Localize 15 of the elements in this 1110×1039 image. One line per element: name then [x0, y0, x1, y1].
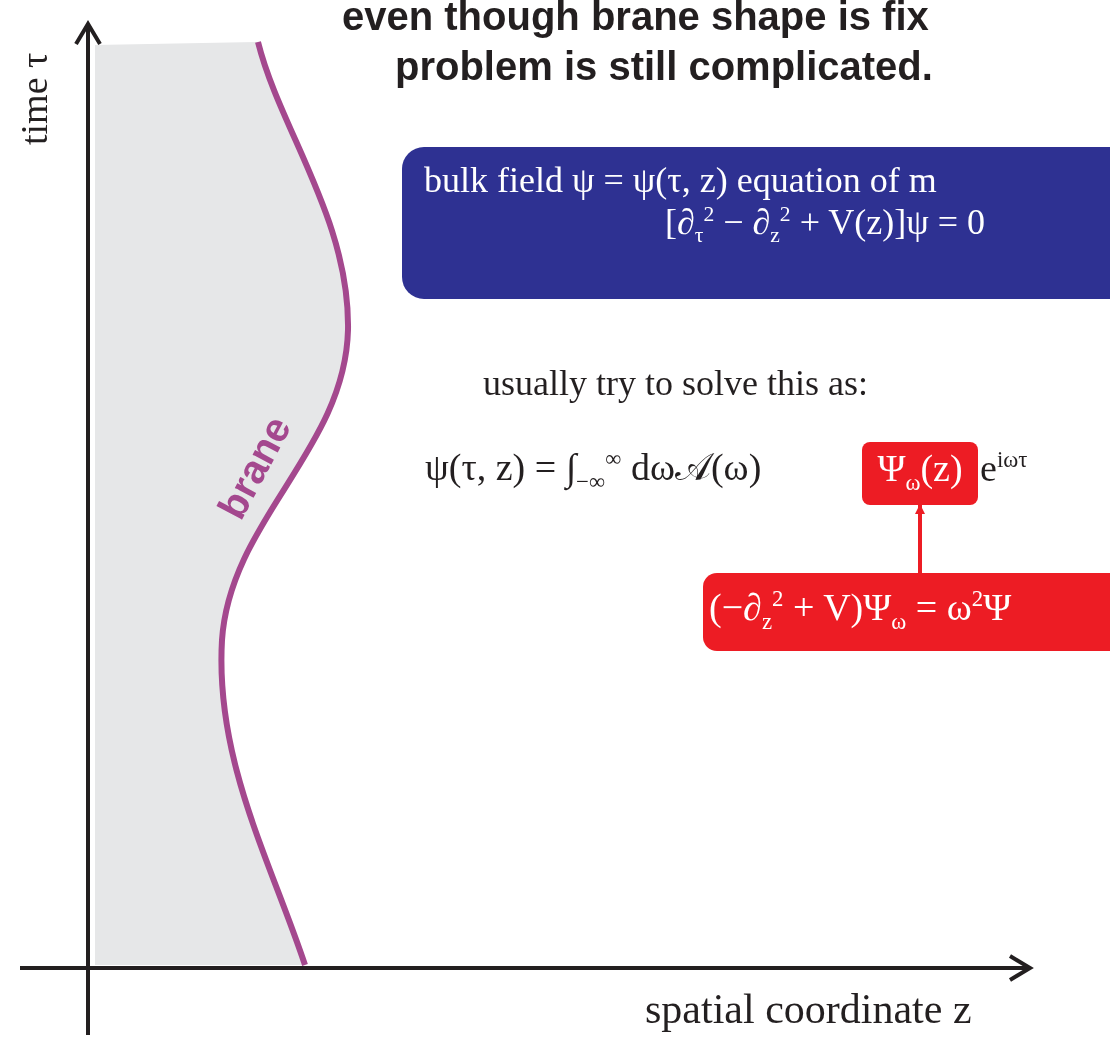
arrow — [915, 504, 925, 573]
equation-text: [∂$_{τ}$$^{2}$ − ∂$_{z}$$^{2}$ + V(z)]ψ = 0 — [663, 201, 987, 249]
formula: e$^{iωτ}$ — [980, 446, 1028, 490]
equation-text: (−∂$_{z}$$^{2}$ + V)Ψ$_{ω}$ = ω$^{2}$Ψ — [708, 585, 1013, 635]
formula: ψ(τ, z) = ∫$_{−∞}$$^{∞}$ dω𝒜(ω) — [425, 445, 762, 495]
note-text: usually try to solve this as: — [483, 362, 868, 404]
box-text: bulk field ψ = ψ(τ, z) equation of m — [423, 159, 938, 201]
highlight-box — [862, 442, 978, 505]
axis-label: spatial coordinate z — [645, 985, 972, 1033]
axis-label: time τ — [12, 52, 56, 145]
title: even though brane shape is fix — [342, 0, 929, 39]
equation-text: Ψ$_{ω}$(z) — [876, 446, 964, 496]
equation-box — [402, 147, 1110, 299]
title: problem is still complicated. — [395, 44, 933, 89]
equation-box — [703, 573, 1110, 651]
